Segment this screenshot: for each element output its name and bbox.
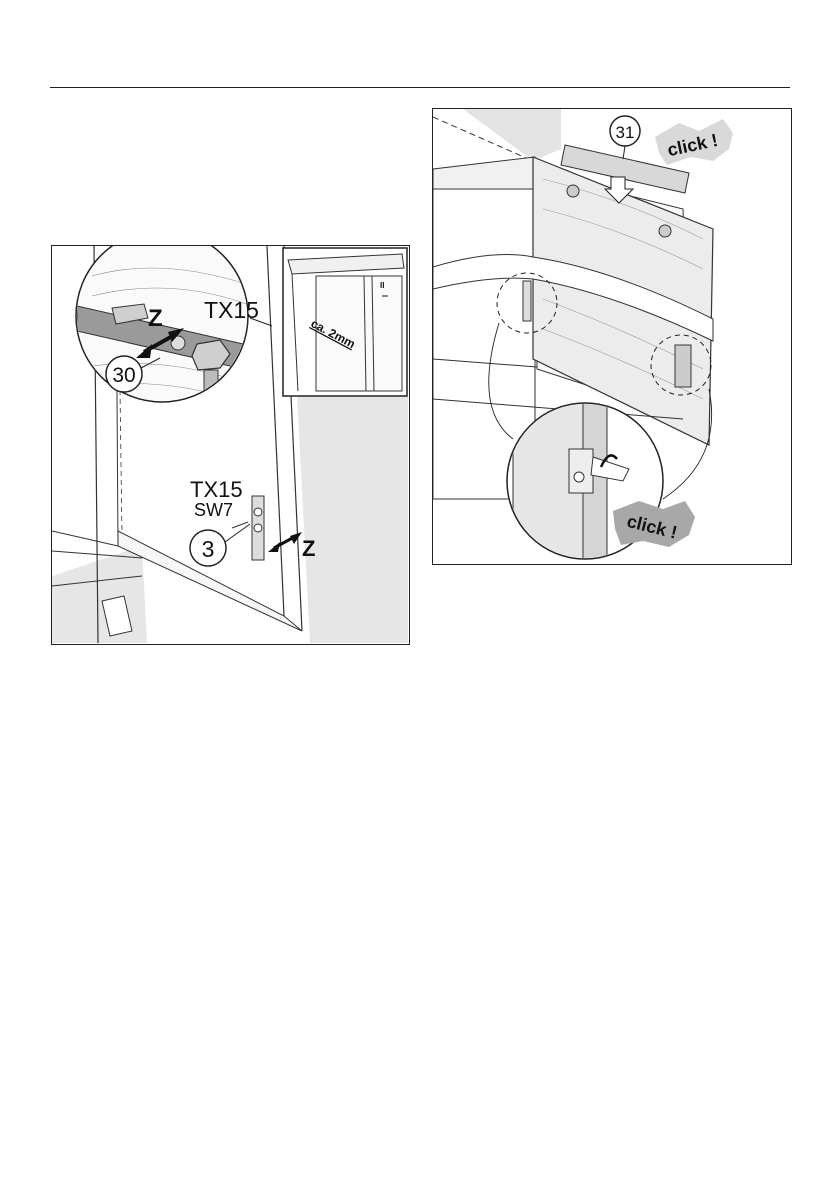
door-fixing-illustration: 31 click ! click ! xyxy=(433,109,790,563)
hinge-illustration: 30 TX15 Z II ca. 2mm TX15 SW7 3 Z xyxy=(52,246,408,643)
tx15-label: TX15 xyxy=(190,477,243,502)
callout-31: 31 xyxy=(616,123,635,142)
callout-30: 30 xyxy=(112,364,135,387)
figure-hinge-adjustment: 30 TX15 Z II ca. 2mm TX15 SW7 3 Z xyxy=(51,245,410,645)
tx15-label-detail: TX15 xyxy=(204,297,259,323)
callout-3: 3 xyxy=(202,536,215,562)
z-label-lower: Z xyxy=(302,536,315,561)
header-rule xyxy=(50,87,790,88)
z-label-detail: Z xyxy=(148,305,163,332)
gap-mark: II xyxy=(380,281,384,290)
figure-door-fixing: 31 click ! click ! xyxy=(432,108,792,565)
sw7-label: SW7 xyxy=(194,500,233,520)
